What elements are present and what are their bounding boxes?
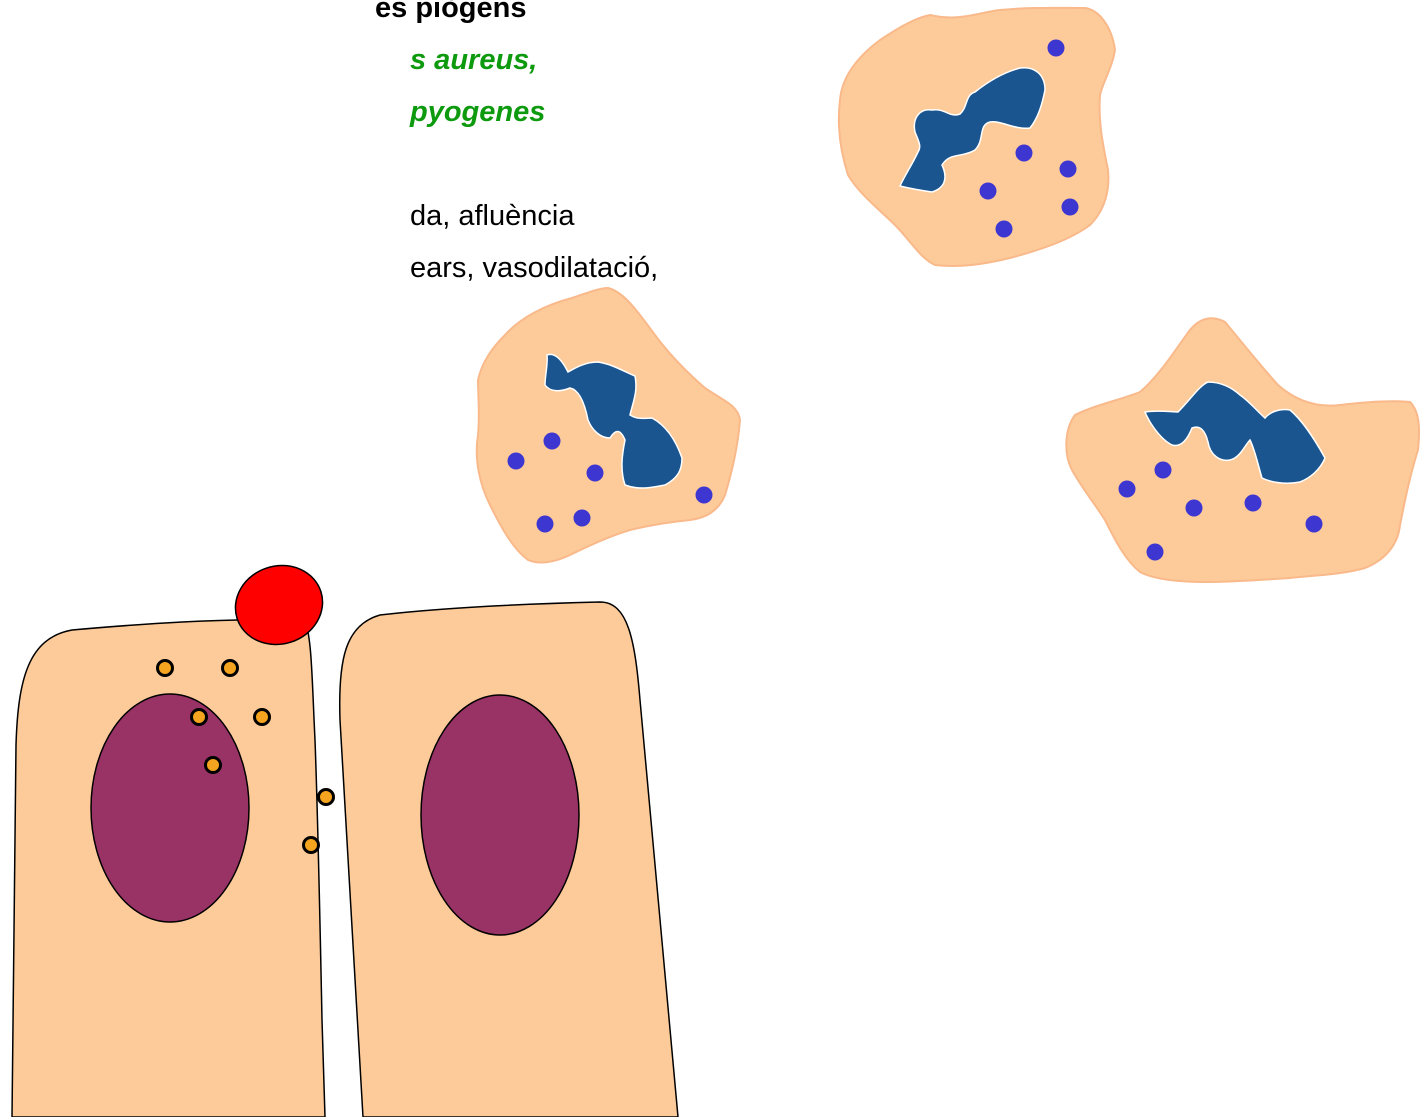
- granule: [1147, 544, 1164, 561]
- granule: [1186, 500, 1203, 517]
- granule: [1062, 199, 1079, 216]
- epithelial-cell-icon: [340, 602, 678, 1117]
- granule: [574, 510, 591, 527]
- neutrophil-icon: [839, 8, 1115, 266]
- epithelial-cell-icon: [12, 620, 325, 1117]
- granule: [1245, 495, 1262, 512]
- granule: [508, 453, 525, 470]
- granule: [1016, 145, 1033, 162]
- granule: [1155, 462, 1172, 479]
- granule: [1306, 516, 1323, 533]
- granule: [587, 465, 604, 482]
- neutrophil-icon: [477, 288, 740, 562]
- toxin-vesicle-icon: [304, 838, 319, 853]
- granule: [996, 221, 1013, 238]
- toxin-vesicle-icon: [319, 790, 334, 805]
- granule: [1119, 481, 1136, 498]
- granule: [1060, 161, 1077, 178]
- granule: [1048, 40, 1065, 57]
- toxin-vesicle-icon: [158, 661, 173, 676]
- toxin-vesicle-icon: [223, 661, 238, 676]
- granule: [537, 516, 554, 533]
- granule: [544, 433, 561, 450]
- epithelial-nucleus: [91, 694, 249, 922]
- toxin-vesicle-icon: [255, 710, 270, 725]
- granule: [980, 183, 997, 200]
- toxin-vesicle-icon: [206, 758, 221, 773]
- granule: [696, 487, 713, 504]
- toxin-vesicle-icon: [192, 710, 207, 725]
- neutrophil-icon: [1066, 318, 1419, 582]
- epithelial-nucleus: [421, 695, 579, 935]
